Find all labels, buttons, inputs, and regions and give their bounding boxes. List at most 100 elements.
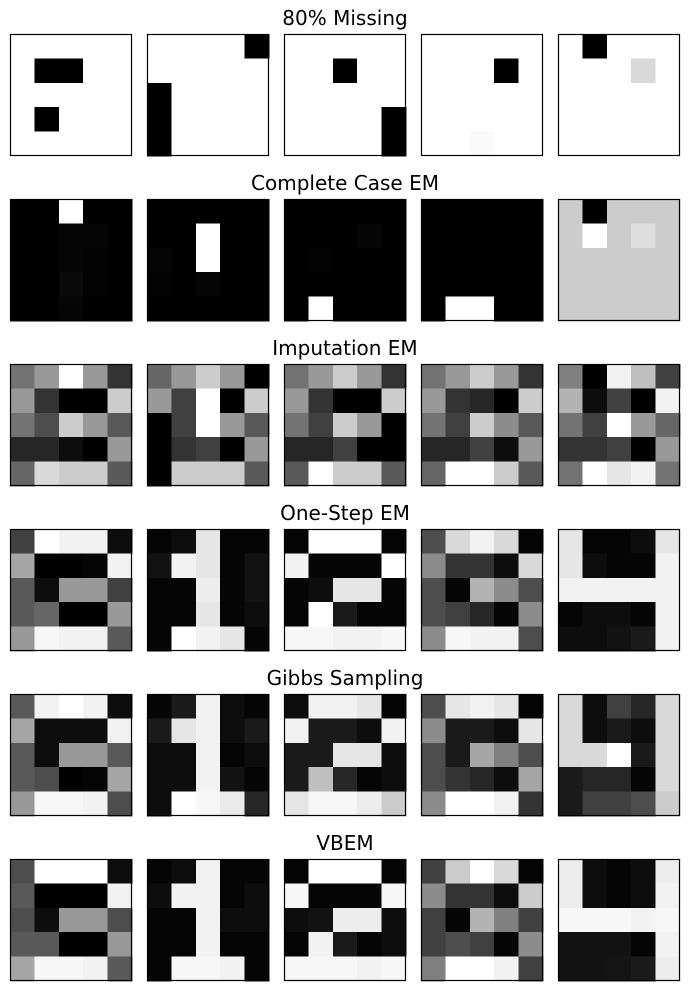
heatmap-cell (469, 553, 495, 579)
heatmap-cell (445, 437, 471, 463)
heatmap-cell (58, 859, 84, 884)
heatmap-cell (631, 883, 657, 909)
heatmap-cell (558, 602, 583, 628)
heatmap-cell (58, 602, 84, 628)
heatmap-cell (107, 247, 133, 273)
heatmap-cell (107, 553, 133, 579)
heatmap-cell (381, 131, 407, 157)
heatmap-cell (606, 767, 632, 793)
heatmap-cell (381, 82, 407, 108)
heatmap-cell (332, 199, 358, 224)
heatmap-cell (655, 767, 681, 793)
heatmap-cell (421, 364, 446, 389)
heatmap-cell (244, 718, 270, 744)
heatmap-cell (332, 82, 358, 108)
heatmap-cell (381, 859, 407, 884)
heatmap-cell (606, 272, 632, 298)
heatmap-cell (332, 859, 358, 884)
heatmap-cell (244, 364, 270, 389)
heatmap-cell (284, 131, 309, 157)
heatmap-cell (308, 34, 334, 59)
heatmap-cell (469, 34, 495, 59)
heatmap-cell (171, 553, 197, 579)
heatmap-cell (34, 883, 60, 909)
heatmap-cell (606, 223, 632, 249)
heatmap-cell (34, 791, 60, 817)
heatmap-panel (557, 693, 681, 817)
heatmap-cell (83, 272, 109, 298)
heatmap-cell (34, 577, 60, 603)
heatmap-cell (558, 199, 583, 224)
heatmap-cell (171, 529, 197, 554)
heatmap-cell (34, 602, 60, 628)
heatmap-cell (631, 272, 657, 298)
heatmap-cell (58, 932, 84, 958)
heatmap-cell (332, 956, 358, 982)
heatmap-cell (107, 364, 133, 389)
heatmap-cell (83, 131, 109, 157)
heatmap-cell (171, 388, 197, 414)
heatmap-cell (171, 412, 197, 438)
heatmap-cell (220, 956, 246, 982)
heatmap-cell (421, 718, 446, 744)
heatmap-cell (83, 602, 109, 628)
heatmap-cell (83, 82, 109, 108)
heatmap-cell (631, 58, 657, 84)
heatmap-cell (220, 694, 246, 719)
heatmap-cell (518, 791, 544, 817)
heatmap-cell (195, 199, 221, 224)
heatmap-cell (421, 223, 446, 249)
heatmap-cell (107, 602, 133, 628)
heatmap-cell (518, 767, 544, 793)
row-title: VBEM (316, 831, 373, 855)
heatmap-panel (283, 858, 407, 982)
heatmap-cell (469, 907, 495, 933)
heatmap-cell (244, 247, 270, 273)
heatmap-cell (308, 883, 334, 909)
heatmap-cell (58, 767, 84, 793)
heatmap-cell (107, 58, 133, 84)
heatmap-cell (171, 859, 197, 884)
heatmap-cell (655, 461, 681, 487)
heatmap-cell (171, 364, 197, 389)
heatmap-cell (147, 767, 172, 793)
heatmap-cell (518, 412, 544, 438)
heatmap-cell (58, 461, 84, 487)
heatmap-cell (582, 437, 608, 463)
heatmap-cell (357, 34, 383, 59)
heatmap-cell (631, 626, 657, 652)
heatmap-cell (34, 461, 60, 487)
heatmap-panel (420, 693, 544, 817)
heatmap-cell (284, 718, 309, 744)
heatmap-cell (332, 883, 358, 909)
heatmap-cell (445, 767, 471, 793)
heatmap-cell (147, 932, 172, 958)
heatmap-cell (631, 577, 657, 603)
heatmap-cell (357, 859, 383, 884)
heatmap-panel (557, 363, 681, 487)
heatmap-cell (445, 296, 471, 322)
heatmap-cell (582, 82, 608, 108)
heatmap-cell (606, 82, 632, 108)
heatmap-cell (445, 388, 471, 414)
heatmap-cell (558, 718, 583, 744)
heatmap-cell (34, 58, 60, 84)
heatmap-cell (381, 694, 407, 719)
heatmap-cell (582, 956, 608, 982)
heatmap-cell (606, 602, 632, 628)
heatmap-panel (557, 198, 681, 322)
heatmap-cell (147, 247, 172, 273)
heatmap-cell (34, 131, 60, 157)
panel-frame (146, 858, 270, 982)
heatmap-cell (171, 694, 197, 719)
heatmap-cell (582, 932, 608, 958)
heatmap-cell (381, 718, 407, 744)
heatmap-cell (83, 718, 109, 744)
heatmap-cell (558, 272, 583, 298)
heatmap-cell (34, 388, 60, 414)
heatmap-cell (421, 437, 446, 463)
heatmap-cell (147, 626, 172, 652)
heatmap-cell (332, 529, 358, 554)
heatmap-cell (421, 131, 446, 157)
heatmap-cell (494, 694, 520, 719)
